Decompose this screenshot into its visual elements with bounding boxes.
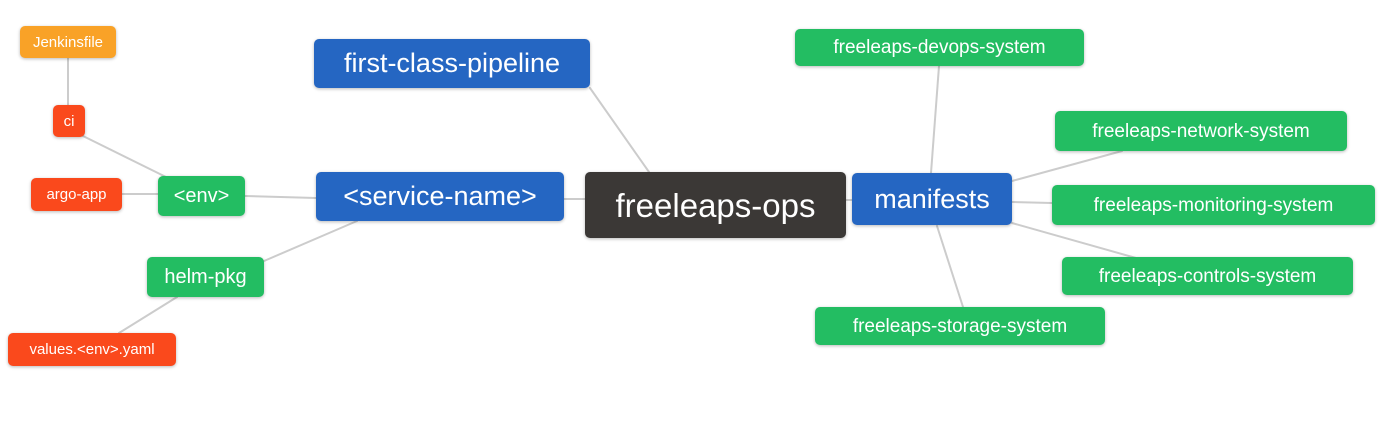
- node-label: first-class-pipeline: [343, 48, 561, 78]
- node-label: freeleaps-monitoring-system: [1093, 194, 1334, 216]
- mindmap-node-helm-pkg[interactable]: helm-pkg: [147, 257, 264, 297]
- node-label: values.<env>.yaml: [29, 341, 155, 358]
- edge-manifests-to-freeleaps-monitoring-system: [1011, 201, 1053, 204]
- node-label: Jenkinsfile: [32, 33, 104, 51]
- node-label: <env>: [173, 185, 230, 207]
- mindmap-node-freeleaps-devops-system[interactable]: freeleaps-devops-system: [795, 29, 1084, 66]
- mindmap-node-freeleaps-network-system[interactable]: freeleaps-network-system: [1055, 111, 1347, 151]
- mindmap-node-freeleaps-monitoring-system[interactable]: freeleaps-monitoring-system: [1052, 185, 1375, 225]
- node-label: manifests: [874, 183, 990, 214]
- mindmap-node-argo-app[interactable]: argo-app: [31, 178, 122, 211]
- node-label: freeleaps-ops: [615, 186, 816, 224]
- node-label: argo-app: [46, 186, 107, 203]
- edge-manifests-to-freeleaps-storage-system: [936, 225, 964, 308]
- mindmap-node-manifests[interactable]: manifests: [852, 173, 1012, 225]
- mindmap-node-ci[interactable]: ci: [53, 105, 85, 137]
- node-label: helm-pkg: [164, 266, 247, 288]
- mindmap-node-values-env-yaml[interactable]: values.<env>.yaml: [8, 333, 176, 366]
- mindmap-node-first-class-pipeline[interactable]: first-class-pipeline: [314, 39, 590, 88]
- node-label: freeleaps-network-system: [1092, 120, 1310, 142]
- node-label: freeleaps-controls-system: [1098, 265, 1317, 287]
- node-label: <service-name>: [343, 181, 537, 211]
- edge-service-name-to-env: [244, 195, 317, 199]
- edge-manifests-to-freeleaps-devops-system: [930, 65, 940, 174]
- node-label: ci: [63, 112, 75, 130]
- edge-freeleaps-ops-to-first-class-pipeline: [589, 87, 650, 173]
- mindmap-node-jenkinsfile[interactable]: Jenkinsfile: [20, 26, 116, 58]
- edge-helm-pkg-to-values-env-yaml: [118, 296, 178, 334]
- mindmap-node-freeleaps-ops[interactable]: freeleaps-ops: [585, 172, 846, 238]
- node-label: freeleaps-devops-system: [833, 37, 1046, 58]
- edge-manifests-to-freeleaps-controls-system: [1011, 222, 1137, 259]
- mindmap-node-env[interactable]: <env>: [158, 176, 245, 216]
- edge-env-to-ci: [80, 134, 167, 178]
- edge-manifests-to-freeleaps-network-system: [1011, 150, 1123, 182]
- edge-service-name-to-helm-pkg: [263, 220, 358, 262]
- mindmap-node-freeleaps-storage-system[interactable]: freeleaps-storage-system: [815, 307, 1105, 345]
- mindmap-node-freeleaps-controls-system[interactable]: freeleaps-controls-system: [1062, 257, 1353, 295]
- node-label: freeleaps-storage-system: [852, 315, 1068, 337]
- mindmap-node-service-name[interactable]: <service-name>: [316, 172, 564, 221]
